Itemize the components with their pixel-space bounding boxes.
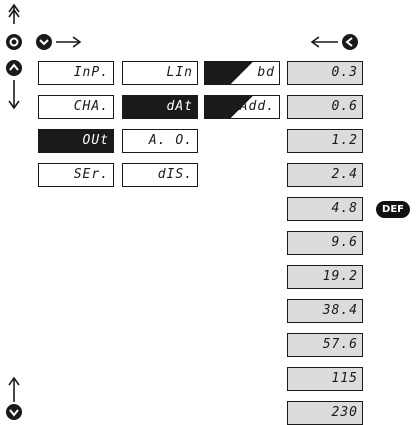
left-arrow-icon bbox=[310, 36, 338, 48]
right-arrow-icon bbox=[56, 36, 82, 48]
menu-box-inp: InP. bbox=[38, 61, 114, 85]
baud-value-box: 0.3 bbox=[287, 61, 363, 85]
baud-value-label: 57.6 bbox=[322, 337, 358, 352]
menu-box-ao: A. O. bbox=[122, 129, 198, 153]
c-button-icon bbox=[6, 34, 22, 50]
baud-value-label: 19.2 bbox=[322, 269, 358, 284]
up-button-icon bbox=[6, 60, 22, 76]
menu-box-cha: CHA. bbox=[38, 95, 114, 119]
baud-value-box: 57.6 bbox=[287, 333, 363, 357]
baud-value-box: 0.6 bbox=[287, 95, 363, 119]
baud-value-label: 230 bbox=[331, 405, 358, 420]
menu-box-label: InP. bbox=[73, 65, 109, 80]
menu-box-label: OUt bbox=[82, 133, 109, 148]
baud-value-label: 38.4 bbox=[322, 303, 358, 318]
menu-box-ser: SEr. bbox=[38, 163, 114, 187]
down-arrow-icon bbox=[8, 80, 20, 110]
down-button-icon bbox=[6, 404, 22, 420]
baud-value-label: 1.2 bbox=[331, 133, 358, 148]
menu-box-dat: dAt bbox=[122, 95, 198, 119]
menu-box-label: bd bbox=[257, 65, 275, 80]
menu-box-label: CHA. bbox=[73, 99, 109, 114]
menu-box-bd: bd bbox=[204, 61, 280, 85]
baud-value-box: 2.4 bbox=[287, 163, 363, 187]
baud-value-box: 230 bbox=[287, 401, 363, 425]
up-arrow-icon bbox=[8, 376, 20, 402]
enter-button-icon bbox=[36, 34, 52, 50]
left-button-icon bbox=[342, 34, 358, 50]
default-badge: DEF bbox=[376, 201, 410, 218]
baud-value-label: 4.8 bbox=[331, 201, 358, 216]
baud-value-label: 0.6 bbox=[331, 99, 358, 114]
baud-value-box: 1.2 bbox=[287, 129, 363, 153]
menu-box-label: dAt bbox=[166, 99, 193, 114]
up-double-arrow-icon bbox=[8, 3, 20, 24]
menu-box-out: OUt bbox=[38, 129, 114, 153]
menu-box-label: dIS. bbox=[157, 167, 193, 182]
menu-box-add: Add. bbox=[204, 95, 280, 119]
baud-value-box: 9.6 bbox=[287, 231, 363, 255]
baud-value-label: 0.3 bbox=[331, 65, 358, 80]
baud-value-label: 115 bbox=[331, 371, 358, 386]
menu-box-lin: LIn bbox=[122, 61, 198, 85]
menu-box-label: Add. bbox=[239, 99, 275, 114]
baud-value-box: 19.2 bbox=[287, 265, 363, 289]
baud-value-box-default: 4.8 bbox=[287, 197, 363, 221]
menu-box-label: SEr. bbox=[73, 167, 109, 182]
baud-value-label: 2.4 bbox=[331, 167, 358, 182]
menu-box-label: A. O. bbox=[148, 133, 193, 148]
baud-value-box: 38.4 bbox=[287, 299, 363, 323]
baud-value-label: 9.6 bbox=[331, 235, 358, 250]
menu-box-label: LIn bbox=[166, 65, 193, 80]
baud-value-box: 115 bbox=[287, 367, 363, 391]
menu-box-dis: dIS. bbox=[122, 163, 198, 187]
